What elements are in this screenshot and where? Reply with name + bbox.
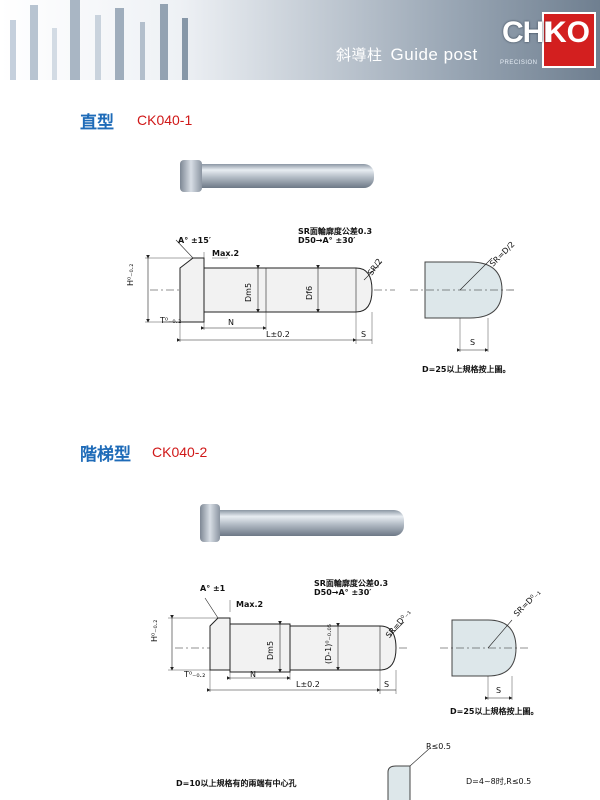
section1-code: CK040-1: [137, 112, 193, 128]
s1-t-dim: T⁰₋₀.₂: [160, 316, 182, 325]
logo-subtitle: PRECISION: [500, 60, 538, 66]
drawing-stepped-type: [168, 597, 410, 694]
radius-note: D=4~8时,R≤0.5: [466, 777, 532, 786]
s2-h-dim: H⁰₋₀.₂: [150, 619, 159, 642]
s1-l-dim: L±0.2: [266, 330, 290, 339]
section2-code: CK040-2: [152, 444, 208, 460]
s2-l-dim: L±0.2: [296, 680, 320, 689]
s2-detail-note: D=25以上規格按上圖。: [450, 707, 539, 716]
detail-straight-end: [410, 257, 515, 352]
s2-d50-note: D50→A° ±30′: [314, 588, 372, 597]
s1-s-dim: S: [361, 330, 367, 339]
s1-n-dim: N: [228, 318, 234, 327]
s1-angle-note: A° ±15′: [178, 236, 211, 245]
photo-straight-guide-post: [180, 160, 374, 192]
logo-text-right: KO: [545, 16, 590, 49]
radius-label: R≤0.5: [426, 742, 451, 751]
s1-detail-note: D=25以上規格按上圖。: [422, 365, 511, 374]
s2-s-dim: S: [384, 680, 390, 689]
s1-detail-s: S: [470, 338, 476, 347]
photo-stepped-guide-post: [200, 504, 404, 542]
s2-t-dim: T⁰₋₀.₂: [184, 670, 206, 679]
s2-n-dim: N: [250, 670, 256, 679]
s2-detail-s: S: [496, 686, 502, 695]
s1-dm5-dim: Dm5: [244, 282, 253, 302]
s2-max-note: Max.2: [236, 600, 264, 609]
s1-sr-tolerance: SR面輪廓度公差0.3: [298, 227, 373, 236]
page-header: 斜導柱 Guide post CHI KO PRECISION: [0, 0, 600, 80]
header-title: 斜導柱 Guide post: [336, 44, 478, 65]
center-hole-note: D=10以上規格有的兩端有中心孔: [176, 779, 297, 788]
s2-dm5-dim: Dm5: [266, 640, 275, 660]
s1-max-note: Max.2: [212, 249, 240, 258]
logo-text-left: CHI: [502, 16, 552, 49]
header-title-cn: 斜導柱: [336, 46, 383, 64]
s2-angle-note: A° ±1: [200, 584, 226, 593]
logo-red-box: [542, 12, 596, 68]
header-title-en: Guide post: [390, 45, 478, 64]
section1-type-label: 直型: [80, 113, 114, 133]
s2-sr-tolerance: SR面輪廓度公差0.3: [314, 579, 389, 588]
drawing-straight-type: [145, 239, 395, 344]
s2-d1-dim: (D-1)⁰₋₀.₀₅: [324, 624, 333, 664]
header-decoration: [10, 0, 188, 80]
detail-stepped-end: [440, 619, 530, 700]
section2-type-label: 階梯型: [80, 445, 131, 465]
s1-h-dim: H⁰₋₀.₂: [126, 263, 135, 286]
s1-df6-dim: Df6: [305, 285, 314, 300]
radius-detail-drawing: [387, 747, 431, 800]
s1-d50-note: D50→A° ±30′: [298, 236, 356, 245]
brand-logo: CHI KO PRECISION: [498, 10, 596, 70]
